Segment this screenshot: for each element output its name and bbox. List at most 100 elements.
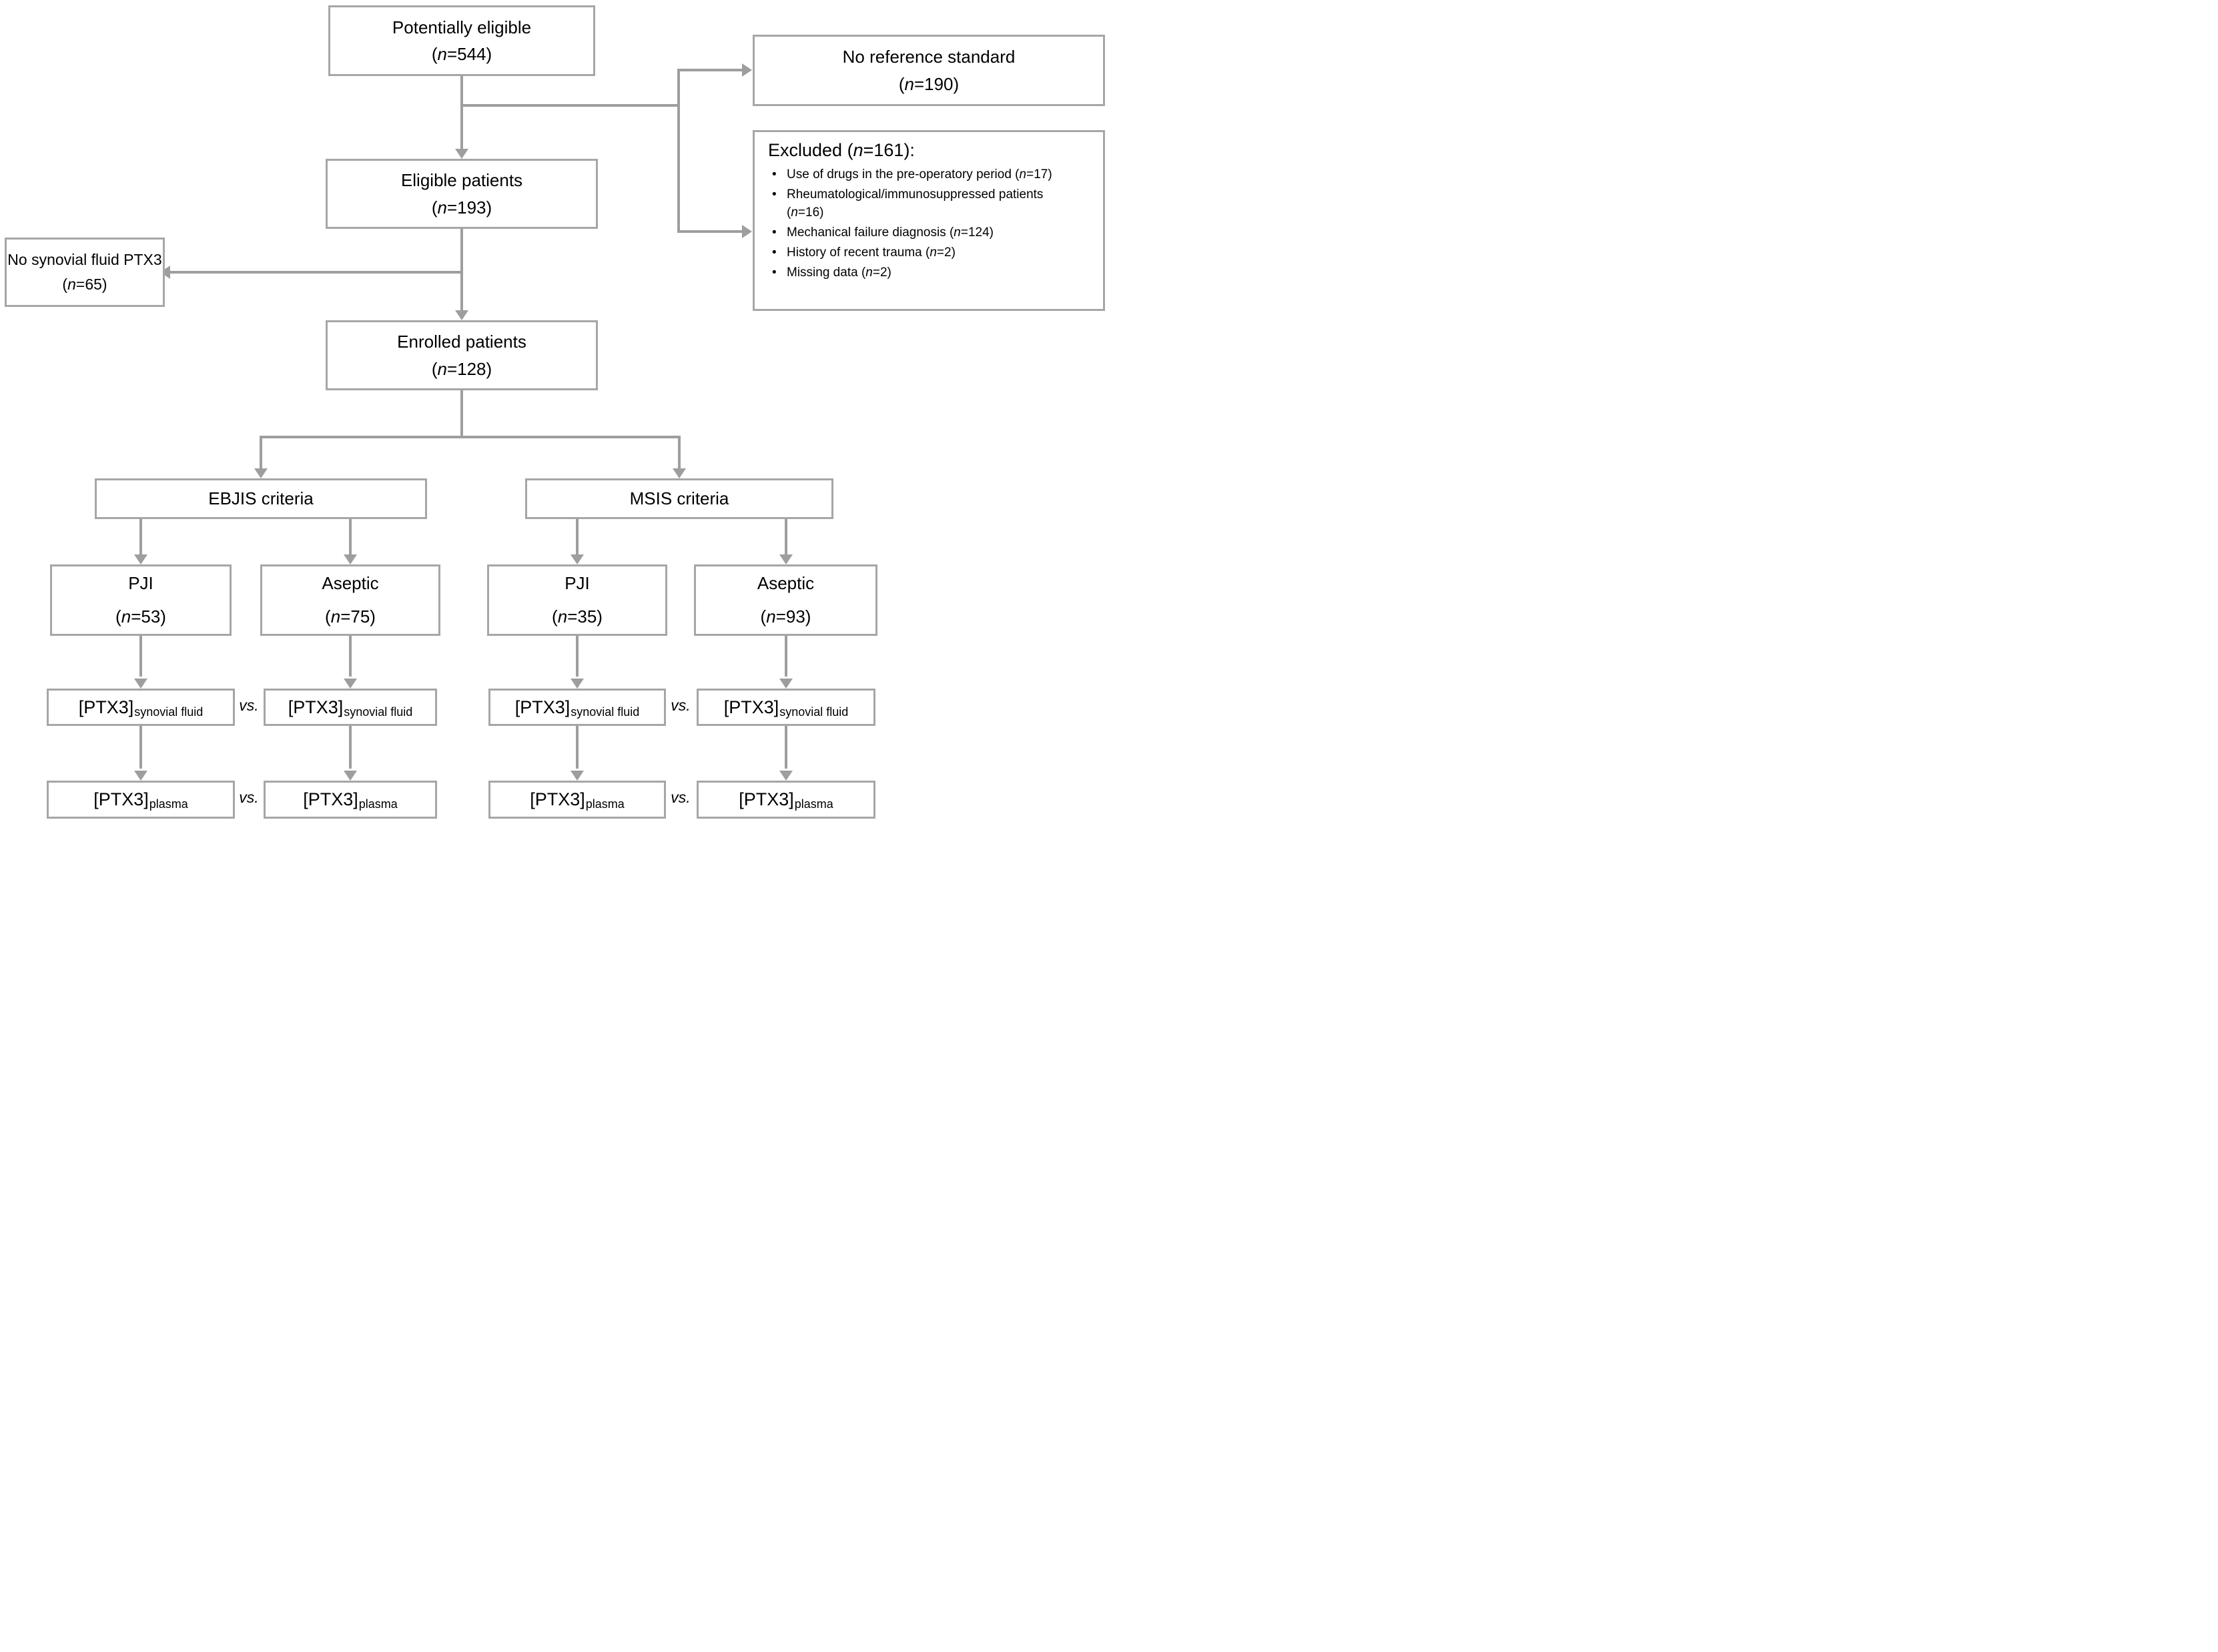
node-ebjis-criteria: EBJIS criteria	[95, 478, 427, 519]
arrowhead-into-ebjis-pji	[134, 554, 147, 564]
arrowhead-into-msis-pji	[571, 554, 584, 564]
node-label: No synovial fluid PTX3	[7, 251, 162, 269]
ptx3-subscript: synovial fluid	[571, 705, 640, 719]
vs-label-msis-plasma: vs.	[671, 789, 691, 806]
excluded-bullet: Mechanical failure diagnosis (n=124)	[767, 224, 1067, 242]
arrowhead-into-no-reference	[742, 63, 752, 77]
connector-top-trunk	[460, 76, 463, 151]
node-label: Aseptic	[322, 573, 379, 594]
arrowhead-into-ebjis	[254, 468, 268, 478]
ptx3-subscript: synovial fluid	[134, 705, 204, 719]
node-msis-pji: PJI (n=35)	[487, 564, 667, 636]
ptx3-label: [PTX3]	[93, 789, 149, 809]
connector-synovial-to-plasma-4	[785, 726, 787, 769]
node-ptx3-synovial-ebjis-aseptic: [PTX3]synovial fluid	[264, 689, 437, 726]
connector-pji-to-synovial-3	[576, 636, 579, 677]
connector-split-left	[260, 436, 262, 468]
arrowhead-into-msis	[673, 468, 686, 478]
node-ptx3-plasma-msis-aseptic: [PTX3]plasma	[697, 781, 875, 819]
node-potentially-eligible: Potentially eligible (n=544)	[328, 5, 595, 76]
arrowhead-synovial-1	[134, 679, 147, 689]
node-count: (n=93)	[760, 606, 811, 627]
arrowhead-plasma-4	[779, 771, 793, 781]
node-msis-criteria: MSIS criteria	[525, 478, 833, 519]
connector-to-no-reference	[677, 69, 743, 71]
ptx3-subscript: synovial fluid	[344, 705, 413, 719]
excluded-bullet: Missing data (n=2)	[767, 264, 1067, 282]
node-label: No reference standard	[842, 47, 1016, 67]
connector-msis-to-aseptic	[785, 519, 787, 554]
excluded-reasons-list: Use of drugs in the pre-operatory period…	[767, 166, 1067, 284]
ptx3-label: [PTX3]	[530, 789, 585, 809]
node-count: (n=128)	[431, 358, 492, 379]
node-ptx3-plasma-ebjis-aseptic: [PTX3]plasma	[264, 781, 437, 819]
node-label: PJI	[565, 573, 590, 594]
node-ebjis-aseptic: Aseptic (n=75)	[260, 564, 440, 636]
node-label: PJI	[128, 573, 153, 594]
ptx3-subscript: plasma	[358, 797, 398, 811]
connector-split-bar	[260, 436, 681, 438]
ptx3-label: [PTX3]	[303, 789, 358, 809]
connector-aseptic-to-synovial-4	[785, 636, 787, 677]
ptx3-label: [PTX3]	[739, 789, 794, 809]
node-count: (n=65)	[62, 276, 107, 293]
ptx3-label: [PTX3]	[723, 697, 779, 717]
arrowhead-plasma-3	[571, 771, 584, 781]
node-label: EBJIS criteria	[208, 488, 314, 508]
excluded-bullet: History of recent trauma (n=2)	[767, 244, 1067, 262]
arrowhead-synovial-4	[779, 679, 793, 689]
arrowhead-into-enrolled	[455, 310, 468, 320]
ptx3-subscript: synovial fluid	[779, 705, 849, 719]
patient-flow-diagram: Potentially eligible (n=544) No referenc…	[0, 0, 1109, 826]
connector-synovial-to-plasma-3	[576, 726, 579, 769]
vs-label-ebjis-plasma: vs.	[239, 789, 259, 806]
excluded-title: Excluded (n=161):	[768, 140, 915, 160]
vs-label-ebjis-synovial: vs.	[239, 697, 259, 714]
ptx3-subscript: plasma	[794, 797, 833, 811]
connector-aseptic-to-synovial-2	[349, 636, 352, 677]
node-ptx3-synovial-ebjis-pji: [PTX3]synovial fluid	[47, 689, 235, 726]
ptx3-label: [PTX3]	[514, 697, 571, 717]
arrowhead-into-excluded	[742, 225, 752, 238]
arrowhead-plasma-1	[134, 771, 147, 781]
connector-to-no-synovial	[169, 271, 462, 274]
arrowhead-into-msis-aseptic	[779, 554, 793, 564]
node-label: Potentially eligible	[392, 17, 532, 37]
node-label: MSIS criteria	[629, 488, 729, 508]
node-ptx3-plasma-msis-pji: [PTX3]plasma	[488, 781, 666, 819]
node-ptx3-synovial-msis-pji: [PTX3]synovial fluid	[488, 689, 666, 726]
connector-ebjis-to-pji	[139, 519, 142, 554]
connector-msis-to-pji	[576, 519, 579, 554]
arrowhead-into-eligible	[455, 149, 468, 159]
node-no-reference-standard: No reference standard (n=190)	[753, 35, 1105, 106]
connector-synovial-to-plasma-2	[349, 726, 352, 769]
ptx3-subscript: plasma	[149, 797, 188, 811]
node-count: (n=544)	[431, 44, 492, 64]
node-enrolled-patients: Enrolled patients (n=128)	[326, 320, 598, 390]
node-msis-aseptic: Aseptic (n=93)	[694, 564, 877, 636]
arrowhead-plasma-2	[344, 771, 357, 781]
node-ptx3-plasma-ebjis-pji: [PTX3]plasma	[47, 781, 235, 819]
node-ebjis-pji: PJI (n=53)	[50, 564, 232, 636]
node-label: Aseptic	[757, 573, 815, 594]
connector-synovial-to-plasma-1	[139, 726, 142, 769]
node-ptx3-synovial-msis-aseptic: [PTX3]synovial fluid	[697, 689, 875, 726]
arrowhead-into-ebjis-aseptic	[344, 554, 357, 564]
arrowhead-synovial-2	[344, 679, 357, 689]
ptx3-label: [PTX3]	[78, 697, 134, 717]
connector-split-right	[678, 436, 681, 468]
connector-lower-trunk	[460, 390, 463, 437]
node-count: (n=193)	[431, 197, 492, 218]
ptx3-subscript: plasma	[585, 797, 625, 811]
ptx3-label: [PTX3]	[288, 697, 344, 717]
arrowhead-synovial-3	[571, 679, 584, 689]
connector-exclusion-vertical	[677, 69, 680, 233]
node-count: (n=190)	[898, 73, 960, 94]
node-no-synovial-fluid: No synovial fluid PTX3 (n=65)	[5, 238, 165, 307]
connector-ebjis-to-aseptic	[349, 519, 352, 554]
node-count: (n=35)	[552, 606, 603, 627]
node-label: Enrolled patients	[397, 332, 526, 352]
node-label: Eligible patients	[400, 170, 523, 191]
connector-to-excluded	[677, 230, 743, 233]
node-excluded: Excluded (n=161): Use of drugs in the pr…	[753, 130, 1105, 311]
